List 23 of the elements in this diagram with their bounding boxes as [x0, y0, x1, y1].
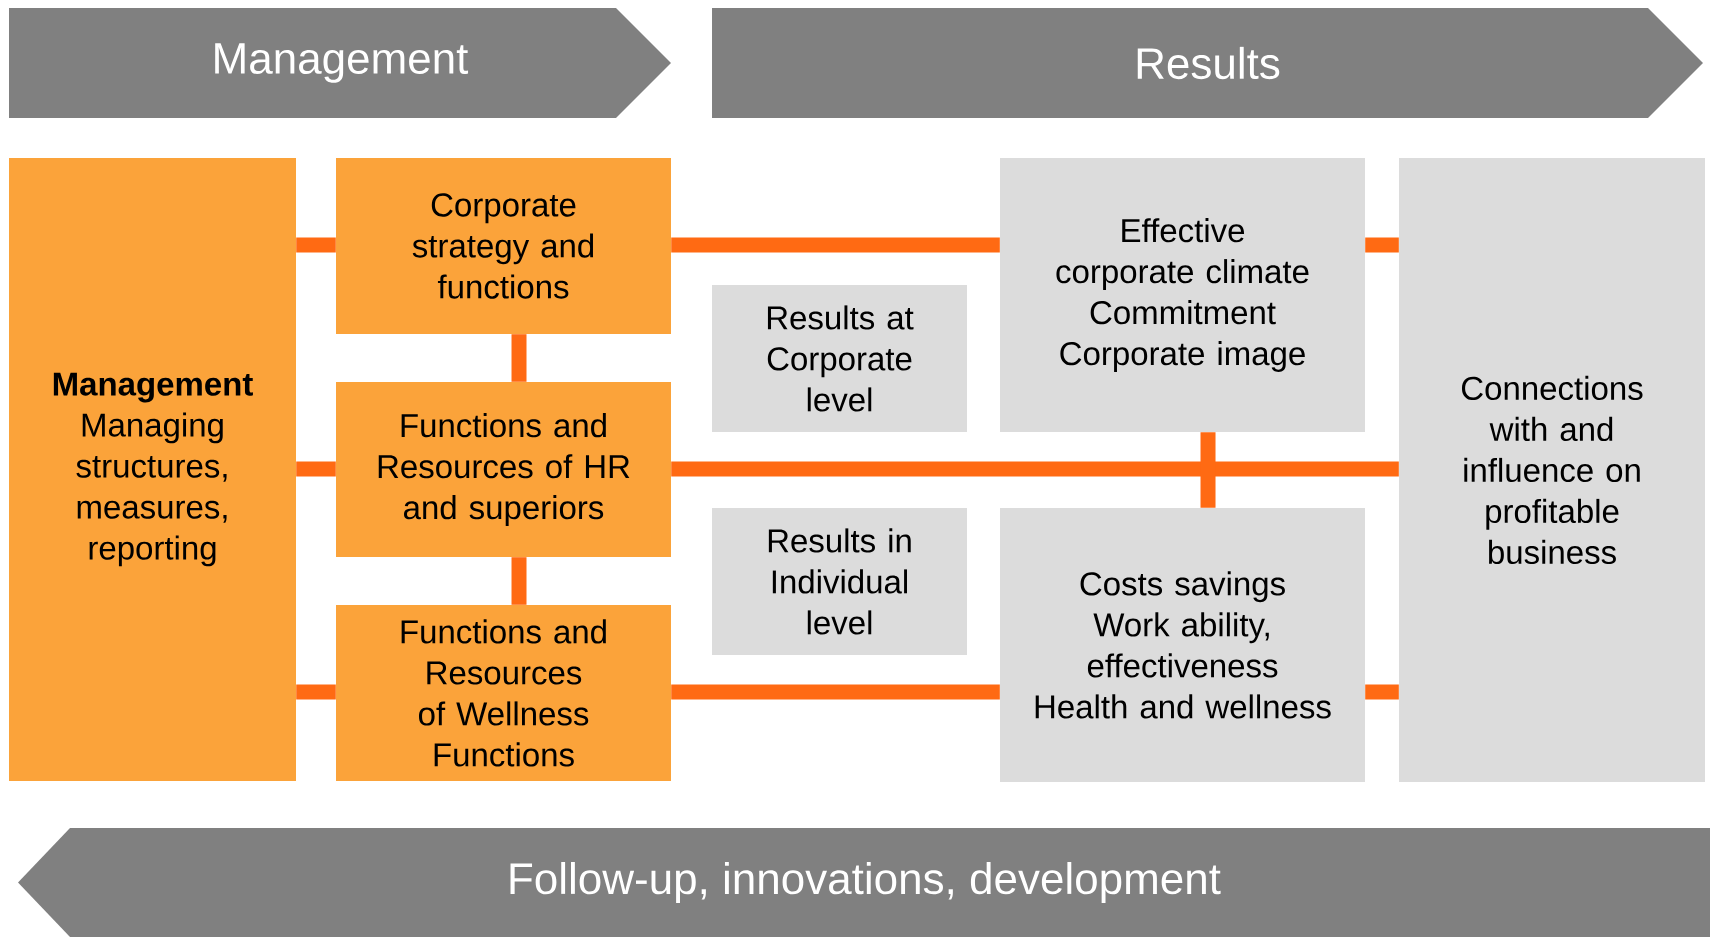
connector-line	[671, 237, 1000, 253]
chevron-banner: Management	[9, 8, 671, 118]
result-box: Costs savings Work ability, effectiveness Health and wellness	[1000, 508, 1365, 782]
connector-line	[511, 557, 527, 605]
result-box: Results at Corporate level	[712, 285, 967, 432]
connector-line	[1200, 432, 1216, 508]
process-box: Corporate strategy and functions	[336, 158, 671, 334]
result-box: Results in Individual level	[712, 508, 967, 655]
result-box: Effective corporate climate Commitment Corporate image	[1000, 158, 1365, 432]
connector-line	[511, 334, 527, 382]
process-box: Functions and Resources of HR and superiors	[336, 382, 671, 557]
connector-line	[671, 684, 1000, 700]
chevron-banner: Follow-up, innovations, development	[18, 828, 1710, 937]
connector-line	[296, 461, 336, 477]
process-box: Functions and Resources of Wellness Functions	[336, 605, 671, 781]
chevron-banner: Results	[712, 8, 1703, 118]
connector-line	[1365, 684, 1399, 700]
result-box: Connections with and influence on profitable business	[1399, 158, 1705, 782]
process-box: Management Managing structures, measures, reporting	[9, 158, 296, 781]
connector-line	[296, 684, 336, 700]
connector-line	[296, 237, 336, 253]
connector-line	[1365, 237, 1399, 253]
connector-line	[671, 461, 1399, 477]
